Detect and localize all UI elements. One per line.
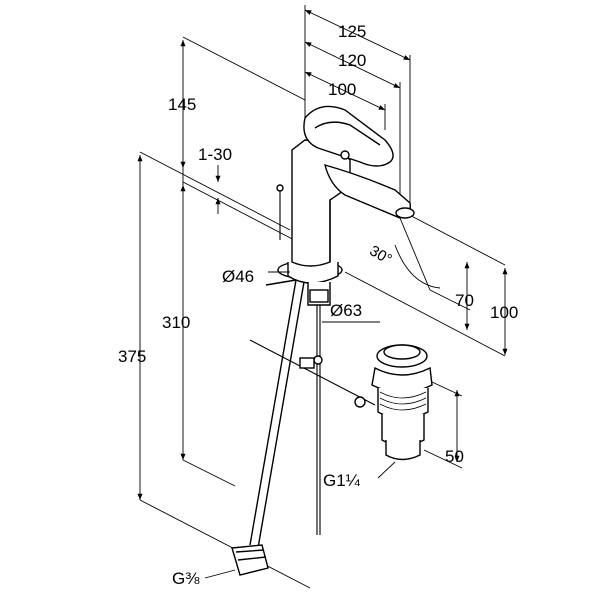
dim-145: 145: [168, 95, 196, 114]
mounting-assembly: [307, 282, 331, 535]
left-dimension-group: 145 1-30 310 375: [118, 36, 311, 589]
dim-120: 120: [338, 51, 366, 70]
drain-waste: Ø63 50 G1¼: [322, 301, 464, 490]
pop-up-rod: [249, 339, 376, 408]
dim-310: 310: [162, 313, 190, 332]
dim-375: 375: [118, 347, 146, 366]
dim-1-30: 1-30: [198, 145, 232, 164]
dim-diameter-63: Ø63: [330, 301, 362, 320]
dim-50: 50: [445, 447, 464, 466]
right-dimension-group: 70 100: [344, 209, 518, 357]
thread-drain-g1-1-4: G1¼: [323, 471, 361, 490]
dim-diameter-46: Ø46: [222, 267, 254, 286]
dim-70: 70: [455, 291, 474, 310]
dim-100-right: 100: [490, 303, 518, 322]
dim-100-top: 100: [328, 80, 356, 99]
thread-hose-g3-8: G⅜: [172, 569, 200, 588]
faucet-body: 30° Ø46: [222, 105, 441, 291]
flexible-hose: G⅜: [172, 279, 305, 588]
dim-125: 125: [338, 22, 366, 41]
top-dimension-group: 125 120 100: [304, 5, 411, 210]
dim-angle-30: 30°: [367, 242, 395, 268]
